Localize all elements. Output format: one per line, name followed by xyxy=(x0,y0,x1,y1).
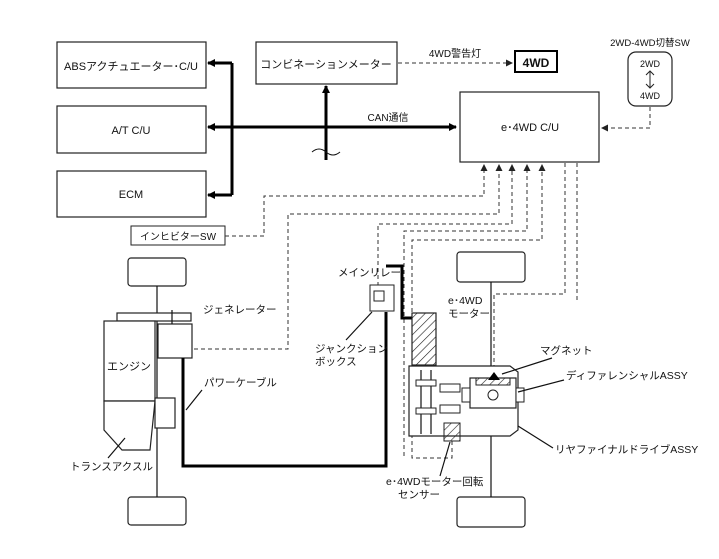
at-cu-box xyxy=(56,105,207,154)
magnet-leader xyxy=(501,357,553,375)
transaxle-body xyxy=(103,400,156,451)
rotation-sensor-label-2: センサー xyxy=(398,489,440,501)
engine-mount-top xyxy=(116,312,192,322)
transaxle-leader xyxy=(107,437,126,459)
magnet-signal-line xyxy=(493,163,566,380)
rear-final-drive-label: リヤファイナルドライブASSY xyxy=(555,443,698,456)
e4wd-motor xyxy=(411,312,437,366)
generator-box xyxy=(157,323,193,359)
main-relay-contact xyxy=(373,290,385,302)
warning-lamp-label: 4WD警告灯 xyxy=(429,47,481,60)
generator-control-line xyxy=(194,164,503,350)
power-cable-label: パワーケーブル xyxy=(204,376,277,389)
rear-final-drive-leader xyxy=(517,425,554,449)
power-cable-leader xyxy=(185,389,203,411)
motor-label-2: モーター xyxy=(448,308,490,320)
rear-right-wheel xyxy=(456,496,526,528)
rotation-sensor-label-1: e･4WDモーター回転 xyxy=(386,476,484,488)
diff-bearing-right xyxy=(515,387,525,403)
junction-box-label-2: ボックス xyxy=(315,356,357,368)
ecm-label: ECM xyxy=(119,189,143,201)
can-label: CAN通信 xyxy=(367,112,408,124)
gear-1 xyxy=(415,379,437,387)
differential-gear-icon xyxy=(487,389,499,401)
combination-meter-box xyxy=(255,41,398,85)
power-cable-path-1 xyxy=(181,312,388,468)
power-cable-path-2 xyxy=(386,264,412,320)
generator-label: ジェネレーター xyxy=(203,304,277,316)
mode-switch-2wd: 2WD xyxy=(640,59,661,69)
sensor-line-2 xyxy=(411,164,546,459)
front-right-wheel xyxy=(456,251,526,283)
ecm-box xyxy=(56,170,207,218)
rear-left-wheel xyxy=(127,496,187,526)
sensor-line-1 xyxy=(403,164,531,456)
magnet-label: マグネット xyxy=(540,344,593,357)
abs-actuator-cu-label: ABSアクチュエーター･C/U xyxy=(64,60,198,73)
combination-meter-label: コンビネーションメーター xyxy=(260,58,391,71)
gear-2 xyxy=(415,407,437,415)
diff-bearing-left xyxy=(461,387,471,403)
junction-box-leader xyxy=(345,311,373,341)
at-cu-label: A/T C/U xyxy=(112,125,151,137)
bus-break-mark xyxy=(311,148,341,156)
inhibitor-signal xyxy=(225,164,488,237)
e4wd-cu-box xyxy=(459,91,600,163)
front-left-wheel xyxy=(127,257,187,287)
transaxle-label: トランスアクスル xyxy=(70,461,153,473)
engine-block xyxy=(103,320,156,402)
differential-leader xyxy=(517,379,565,393)
motor-label-1: e･4WD xyxy=(448,295,483,307)
magnet-arrow-icon xyxy=(488,372,500,380)
gear-3 xyxy=(439,383,461,393)
mode-switch-arrows-icon xyxy=(645,70,655,89)
mode-switch-signal xyxy=(601,107,651,132)
4wd-indicator-box xyxy=(514,50,558,73)
differential-label: ディファレンシャルASSY xyxy=(566,369,688,382)
inhibitor-sw-label: インヒビターSW xyxy=(140,231,217,243)
rotation-sensor xyxy=(443,422,461,442)
4wd-indicator-label: 4WD xyxy=(523,56,550,70)
transaxle-unit xyxy=(154,397,176,429)
gear-4 xyxy=(439,404,461,414)
main-relay-label: メインリレー xyxy=(338,267,401,279)
rotation-sensor-leader xyxy=(439,441,451,477)
junction-box-label-1: ジャンクション xyxy=(315,343,388,355)
engine-label: エンジン xyxy=(107,361,151,373)
mode-switch-4wd: 4WD xyxy=(640,91,661,101)
e4wd-cu-label: e･4WD C/U xyxy=(501,122,559,134)
abs-actuator-cu-box xyxy=(56,41,207,89)
mode-switch-title: 2WD-4WD切替SW xyxy=(610,37,690,49)
relay-control-line xyxy=(377,164,516,286)
